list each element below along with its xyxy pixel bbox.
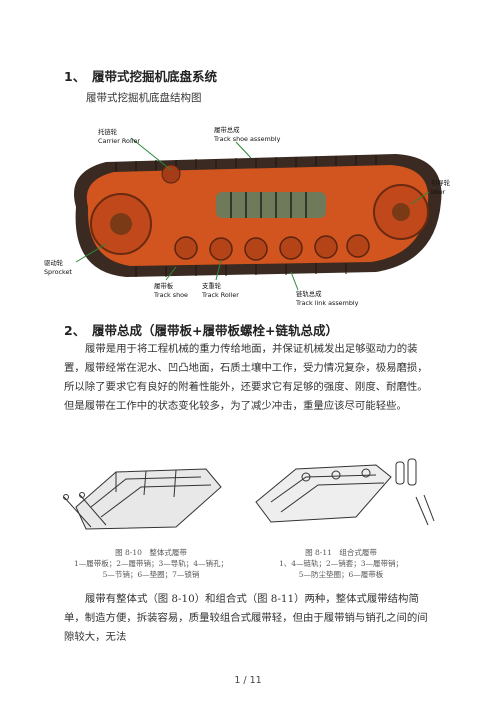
track-pads (115, 155, 377, 277)
track-roller-cn: 支重轮 (202, 281, 222, 290)
spring-coils (230, 192, 307, 218)
track-roller-en: Track Roller (201, 291, 239, 299)
sprocket-cn: 驱动轮 (44, 258, 64, 267)
track-shoe-en: Track shoe (153, 291, 188, 299)
right-caption-line-2: 5—防尘垫圈；6—履带板 (298, 570, 384, 579)
integral-track-drawing (63, 468, 222, 530)
section-1-heading: 1、履带式挖掘机底盘系统 (64, 66, 217, 85)
track-shoe-assembly-en: Track shoe assembly (213, 135, 281, 143)
track-roller-label: 支重轮 Track Roller (201, 259, 239, 299)
track-shoe-assembly-label: 履带总成 Track shoe assembly (213, 125, 281, 159)
figure-1-subtitle: 履带式挖掘机底盘结构图 (86, 92, 202, 104)
idler-label: 引导轮 Idler (410, 178, 451, 205)
sprocket-label: 驱动轮 Sprocket (44, 243, 107, 276)
right-caption: 图 8-11 组合式履带 1、4—链轨；2—销套；3—履带销； 5—防尘垫圈；6… (256, 547, 426, 580)
carrier-roller-cn: 托链轮 (98, 127, 118, 136)
section-2-heading: 2、履带总成（履带板+履带板螺栓+链轨总成） (64, 320, 338, 339)
carrier-roller-label: 托链轮 Carrier Roller (98, 127, 172, 171)
idler-en: Idler (431, 188, 446, 196)
idler-hub (392, 203, 410, 221)
sprocket-hub (110, 213, 132, 235)
paragraph-3: 履带有整体式（图 8-10）和组合式（图 8-11）两种，整体式履带结构简单，制… (64, 593, 428, 643)
left-caption-line-1: 1—履带板；2—履带销；3—导轨；4—销孔； (73, 559, 229, 568)
track-link-en: Track link assembly (295, 299, 359, 307)
track-shoe-cn: 履带板 (154, 281, 174, 290)
track-link-label: 链轨总成 Track link assembly (290, 271, 359, 307)
track-drawings (63, 458, 435, 530)
section-2-paragraph: 履带是用于将工程机械的重力传给地面，并保证机械发出足够驱动力的装置，履带经常在泥… (64, 343, 428, 412)
carrier-roller (161, 164, 181, 184)
recoil-spring (216, 192, 326, 218)
track-shoe-assembly-cn: 履带总成 (214, 125, 240, 134)
right-caption-line-1: 1、4—链轨；2—销套；3—履带销； (278, 559, 404, 568)
left-caption: 图 8-10 整体式履带 1—履带板；2—履带销；3—导轨；4—销孔； 5—节销… (66, 547, 236, 580)
sprocket-en: Sprocket (44, 268, 72, 276)
track-rollers (174, 234, 370, 261)
assembled-track-drawing (255, 458, 435, 526)
section-1-title: 履带式挖掘机底盘系统 (92, 69, 218, 84)
section-2-number: 2、 (64, 323, 86, 338)
idler-cn: 引导轮 (431, 178, 451, 187)
section-2-title: 履带总成（履带板+履带板螺栓+链轨总成） (92, 323, 338, 338)
undercarriage-figure: 托链轮 Carrier Roller 履带总成 Track shoe assem… (36, 112, 462, 312)
carrier-roller-en: Carrier Roller (98, 137, 140, 145)
track-link-cn: 链轨总成 (296, 289, 322, 298)
left-caption-line-2: 5—节销；6—垫圈；7—锁销 (102, 570, 200, 579)
right-caption-title: 图 8-11 组合式履带 (305, 548, 377, 557)
track-shoe-label: 履带板 Track shoe (153, 266, 188, 299)
undercarriage-illustration: 托链轮 Carrier Roller 履带总成 Track shoe assem… (44, 125, 451, 307)
track-types-figure: 图 8-10 整体式履带 1—履带板；2—履带销；3—导轨；4—销孔； 5—节销… (56, 447, 436, 582)
page-number: 1 / 11 (234, 675, 262, 686)
section-1-number: 1、 (64, 69, 86, 84)
left-caption-title: 图 8-10 整体式履带 (115, 548, 187, 557)
